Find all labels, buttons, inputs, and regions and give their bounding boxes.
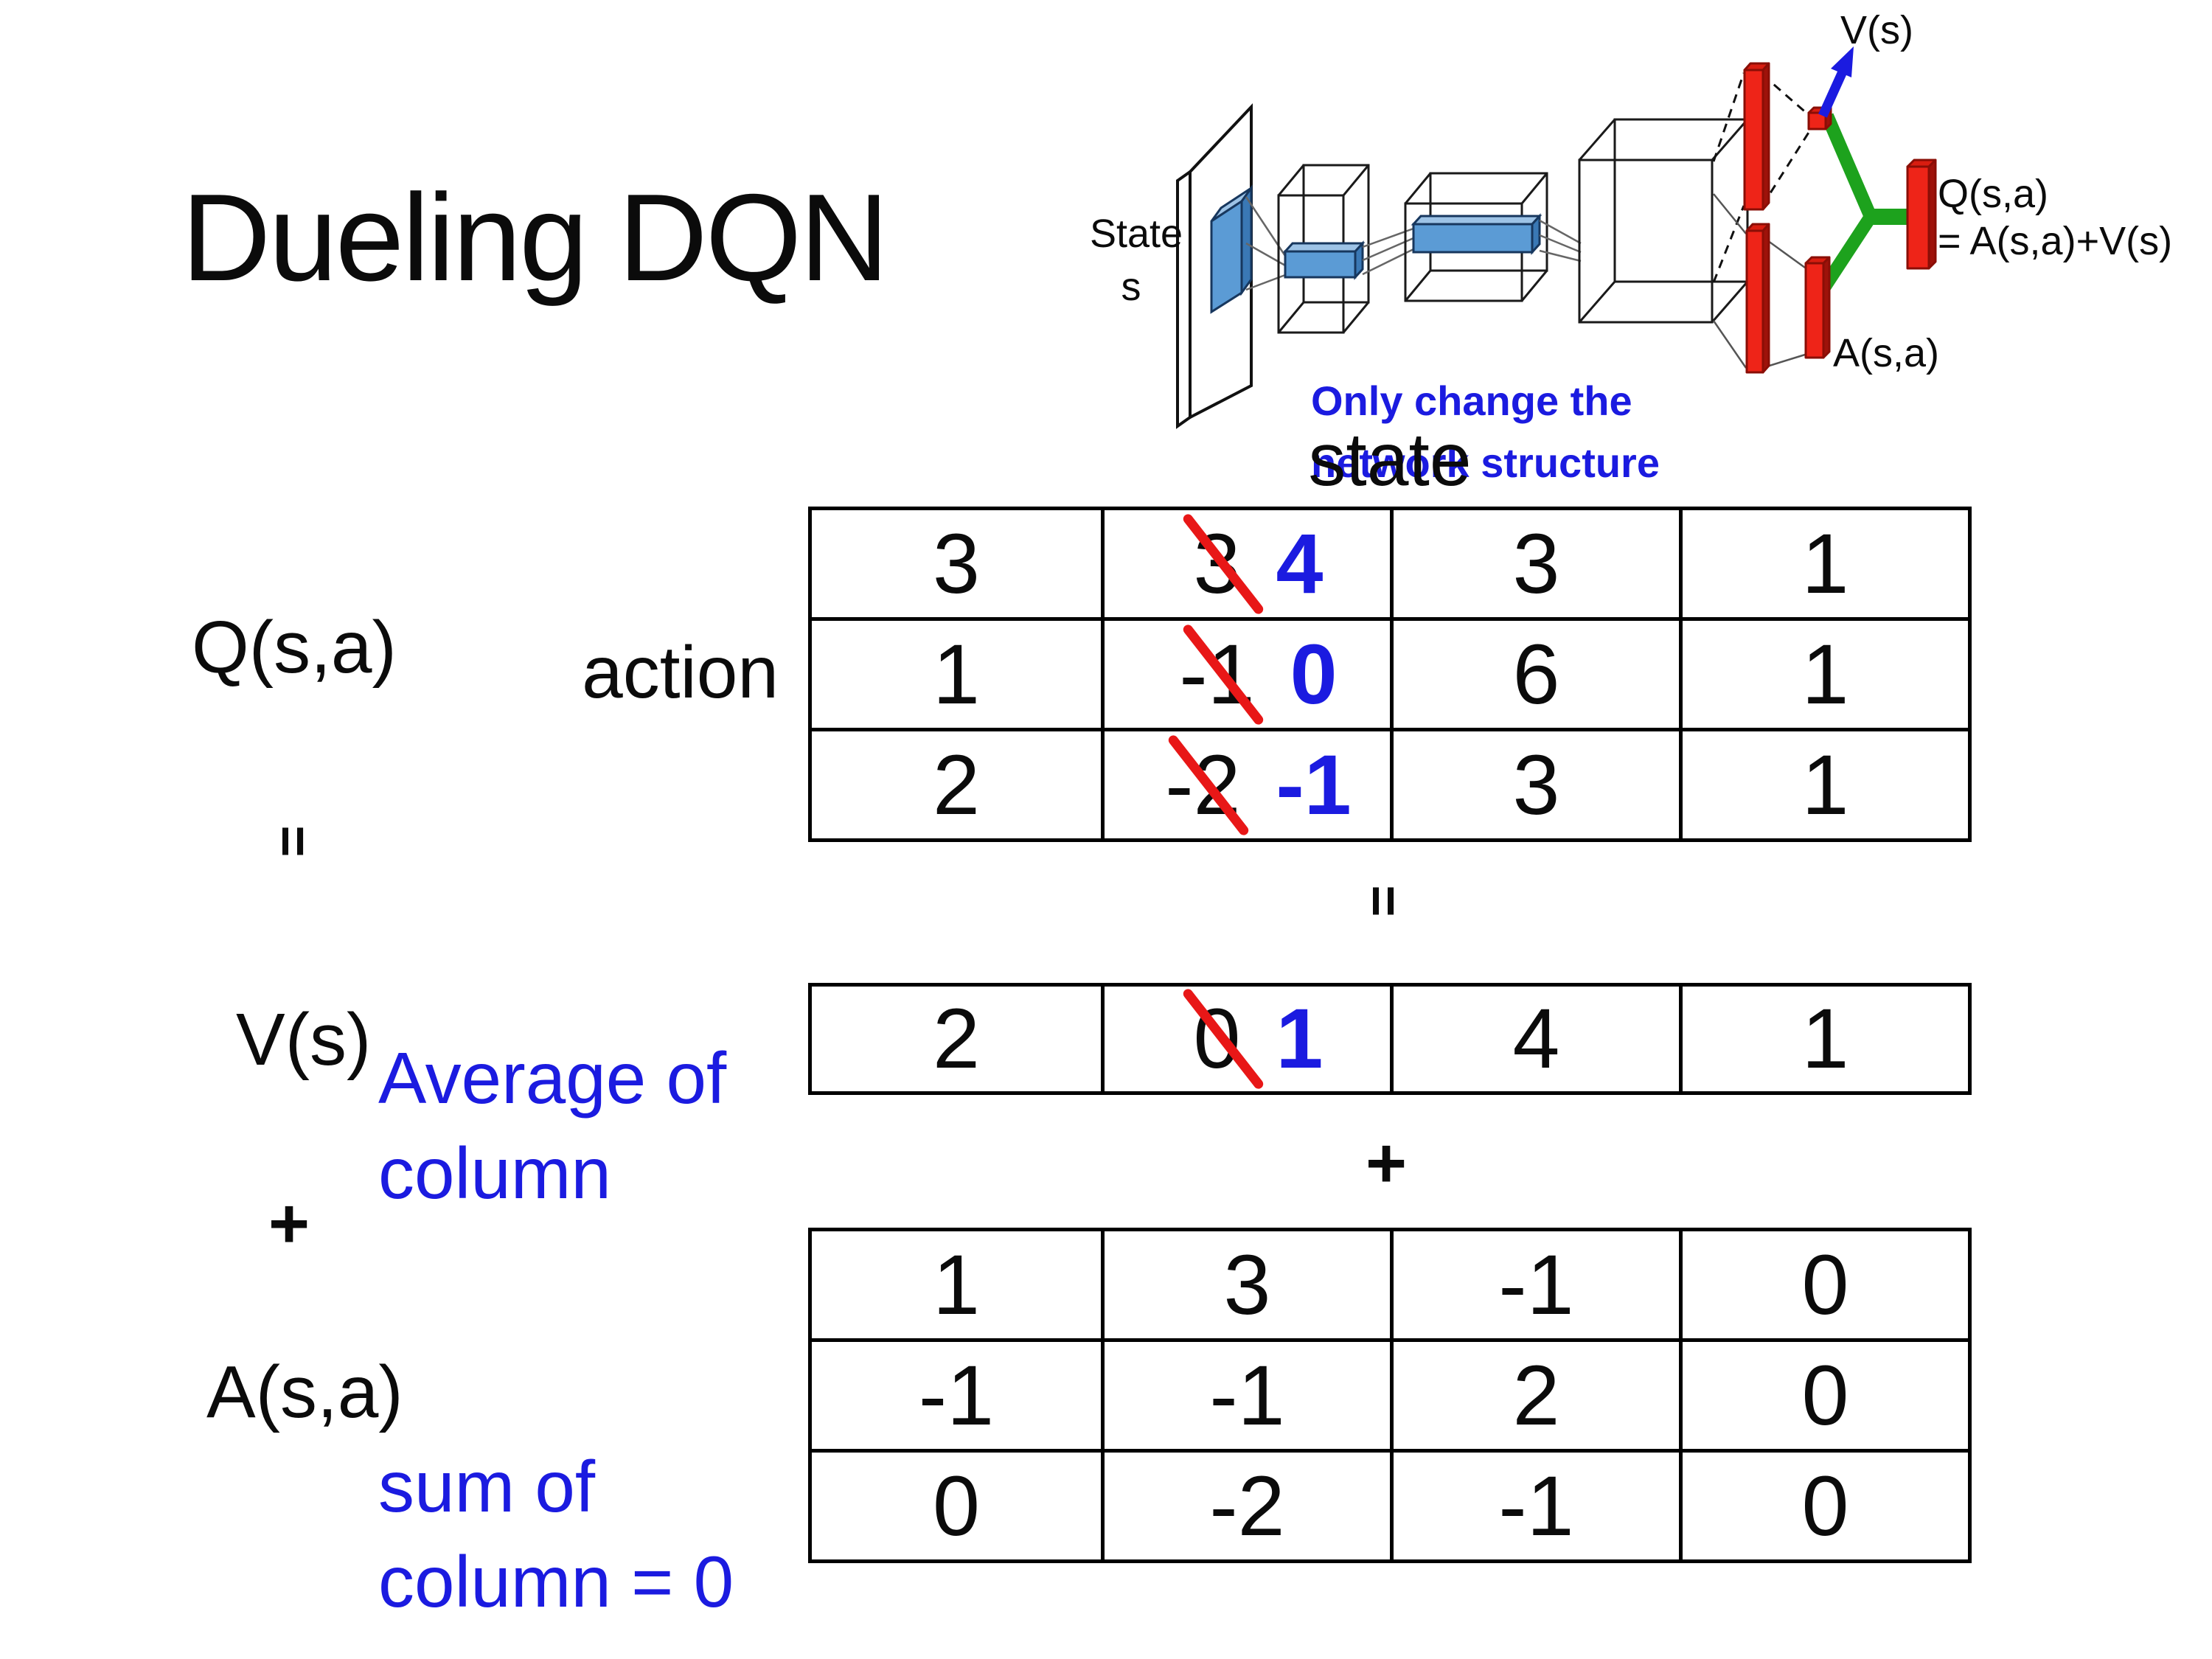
table-cell: -1	[1390, 1453, 1679, 1559]
table-cell: -2 -1	[1101, 731, 1390, 838]
state-header: state	[1308, 417, 1472, 501]
diagram-q-output-label-line2: = A(s,a)+V(s)	[1938, 219, 2172, 263]
aggregator-connector	[1817, 113, 1910, 293]
table-cell: -1	[1390, 1231, 1679, 1338]
table-cell: -1	[1101, 1342, 1390, 1449]
table-row: 2 -2 -1 31	[812, 728, 1968, 838]
table-cell: -1	[918, 1348, 995, 1443]
strikethrough-icon	[1180, 622, 1265, 726]
diagram-note-line2: network structure	[1311, 439, 1660, 486]
diagram-q-output-label-line1: Q(s,a)	[1938, 172, 2048, 216]
table-cell: 2	[1390, 1342, 1679, 1449]
table-cell: 3	[933, 516, 980, 611]
network-diagram: State s V(s) A(s,a) Q(s,a) = A(s,a)+V(s)…	[1090, 8, 2172, 486]
page-title: Dueling DQN	[181, 168, 889, 307]
diagram-a-output-label: A(s,a)	[1833, 331, 1939, 375]
table-cell: 1	[1679, 987, 1968, 1091]
diagram-state-s-label: s	[1121, 265, 1141, 309]
replacement-value: 1	[1276, 992, 1324, 1086]
table-cell: 2	[933, 992, 980, 1086]
crossed-out-value: 3	[1180, 512, 1265, 616]
diagram-state-label: State	[1090, 212, 1183, 256]
table-row: 33431	[812, 510, 1968, 617]
conv-patch	[1210, 184, 1253, 314]
advantage-hidden-bar	[1745, 223, 1770, 374]
table-cell: -2	[1101, 1453, 1390, 1559]
equals-sign-left: =	[263, 825, 324, 858]
projection-lines-3	[1539, 219, 1582, 262]
fc-box	[1578, 118, 1749, 324]
action-header: action	[582, 631, 779, 714]
sum-note-line2: column = 0	[378, 1541, 734, 1623]
average-note-line1: Average of	[378, 1037, 727, 1119]
feature-bar-1	[1282, 240, 1366, 280]
strikethrough-icon	[1180, 987, 1265, 1091]
average-of-column-note: Average of column	[378, 1031, 726, 1222]
table-cell: 0	[933, 1458, 980, 1554]
input-plate	[1176, 102, 1253, 429]
table-row: 20141	[812, 987, 1968, 1091]
table-cell: 4	[1390, 987, 1679, 1091]
crossed-out-value: -1	[1179, 622, 1265, 726]
table-cell: 34	[1101, 510, 1390, 617]
crossed-out-value: -2	[1165, 733, 1251, 837]
average-note-line2: column	[378, 1133, 611, 1214]
crossed-out-value: 0	[1180, 987, 1265, 1091]
table-cell: 1	[933, 1237, 980, 1332]
sum-of-column-note: sum of column = 0	[378, 1439, 734, 1630]
value-stream-dashed-lines	[1712, 72, 1812, 283]
a-function-label: A(s,a)	[206, 1351, 403, 1433]
table-cell: 1	[1679, 621, 1968, 728]
strikethrough-icon	[1180, 512, 1265, 616]
replacement-value: 0	[1290, 627, 1338, 722]
q-function-label: Q(s,a)	[192, 606, 397, 689]
value-output-arrow	[1818, 46, 1854, 118]
table-cell: 0	[1679, 1231, 1968, 1338]
plus-sign-left: +	[268, 1184, 310, 1263]
equals-sign-center: =	[1354, 885, 1415, 917]
plus-sign-center: +	[1365, 1124, 1408, 1203]
v-function-label: V(s)	[236, 998, 372, 1081]
q-output-bar	[1906, 159, 1937, 270]
table-cell: 3	[1390, 731, 1679, 838]
v-value-table: 20141	[808, 983, 1972, 1095]
table-cell: 1	[1679, 731, 1968, 838]
diagram-v-output-label: V(s)	[1840, 8, 1913, 52]
table-cell: 01	[1101, 987, 1390, 1091]
replacement-value: 4	[1276, 516, 1324, 611]
value-hidden-bar	[1743, 62, 1770, 211]
table-cell: 1	[933, 627, 980, 722]
advantage-vector-bar	[1804, 256, 1831, 359]
replacement-value: -1	[1276, 737, 1352, 832]
strikethrough-icon	[1166, 733, 1251, 837]
feature-bar-2	[1411, 213, 1543, 255]
table-cell: -1 0	[1101, 621, 1390, 728]
conv-box-2	[1404, 172, 1548, 302]
table-cell: 2	[933, 737, 980, 832]
sum-note-line1: sum of	[378, 1446, 596, 1527]
table-cell: 0	[1679, 1342, 1968, 1449]
table-cell: 3	[1390, 510, 1679, 617]
table-cell: 6	[1390, 621, 1679, 728]
table-cell: 0	[1679, 1453, 1968, 1559]
table-cell: 1	[1679, 510, 1968, 617]
table-cell: 3	[1101, 1231, 1390, 1338]
diagram-note-line1: Only change the	[1311, 378, 1632, 424]
